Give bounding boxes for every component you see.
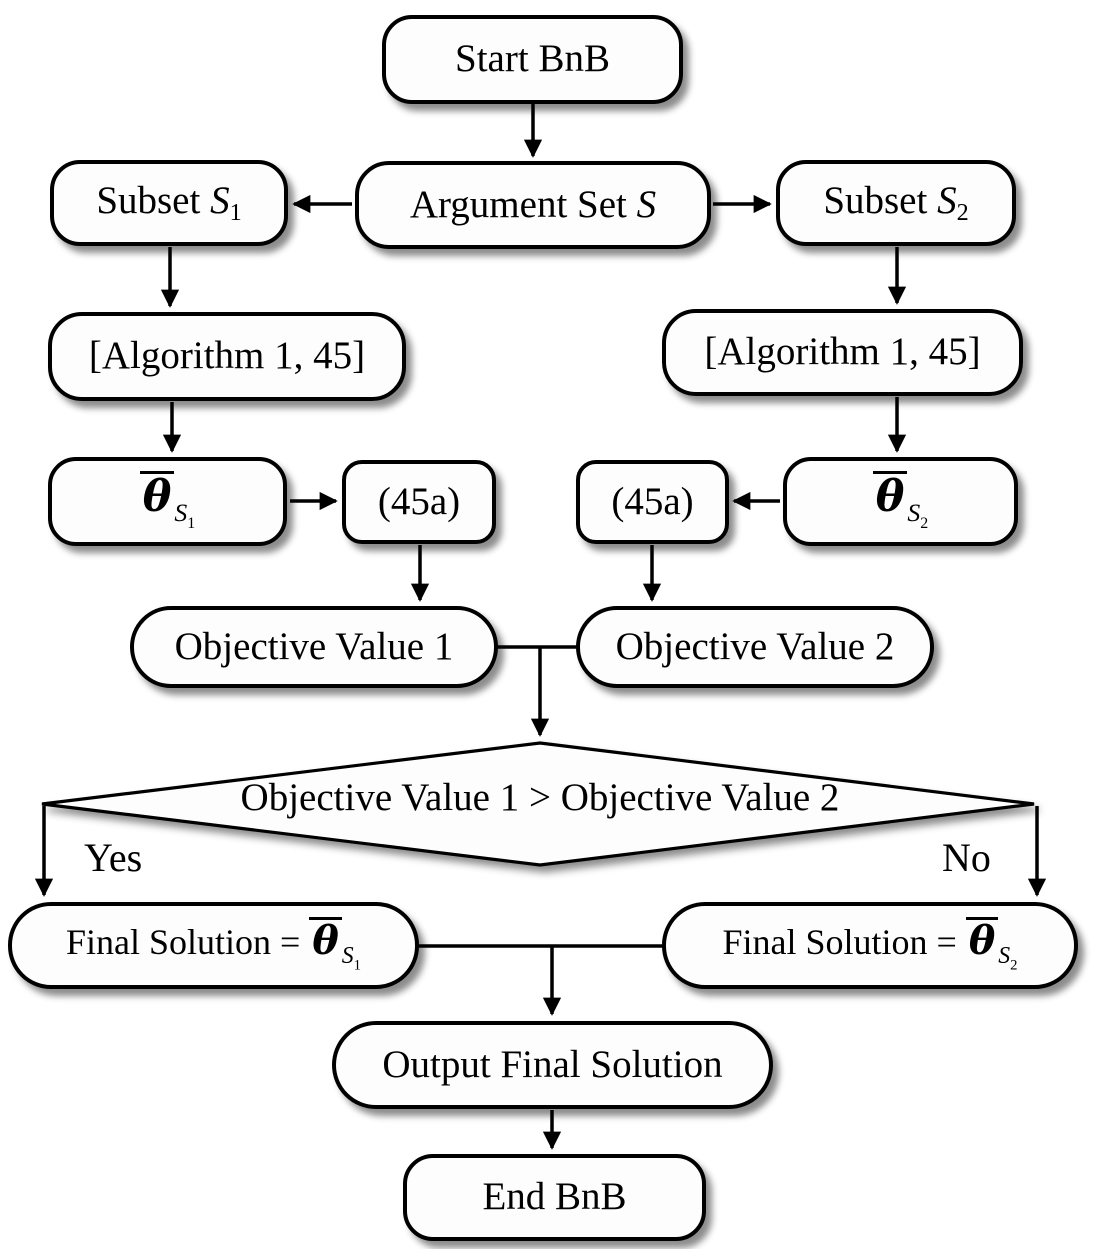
node-end: End BnB — [403, 1154, 706, 1241]
objective-1-label: Objective Value 1 — [174, 624, 454, 668]
eq45a-left-label: (45a) — [377, 479, 461, 523]
algorithm-left-label: [Algorithm 1, 45] — [88, 334, 366, 378]
node-output: Output Final Solution — [332, 1021, 773, 1109]
decision-label: Objective Value 1 > Objective Value 2 — [240, 776, 840, 819]
output-label: Output Final Solution — [382, 1042, 723, 1086]
node-argument-set: Argument Set S — [355, 161, 711, 249]
subset-1-label: Subset S1 — [96, 178, 242, 226]
no-branch-label: No — [942, 835, 991, 880]
node-eq45a-right: (45a) — [576, 460, 729, 544]
node-subset-2: Subset S2 — [776, 160, 1016, 246]
objective-2-label: Objective Value 2 — [615, 624, 895, 668]
argument-set-label: Argument Set S — [409, 182, 657, 226]
node-subset-1: Subset S1 — [50, 160, 288, 246]
start-label: Start BnB — [455, 37, 610, 81]
node-objective-1: Objective Value 1 — [130, 606, 498, 688]
node-objective-2: Objective Value 2 — [576, 606, 934, 688]
end-label: End BnB — [482, 1175, 627, 1219]
subset-2-label: Subset S2 — [823, 178, 969, 226]
eq45a-right-label: (45a) — [611, 479, 694, 523]
node-algorithm-right: [Algorithm 1, 45] — [662, 309, 1023, 396]
node-start: Start BnB — [382, 15, 683, 104]
node-eq45a-left: (45a) — [342, 460, 496, 544]
algorithm-right-label: [Algorithm 1, 45] — [704, 330, 981, 374]
node-algorithm-left: [Algorithm 1, 45] — [48, 312, 406, 401]
yes-branch-label: Yes — [84, 835, 143, 880]
